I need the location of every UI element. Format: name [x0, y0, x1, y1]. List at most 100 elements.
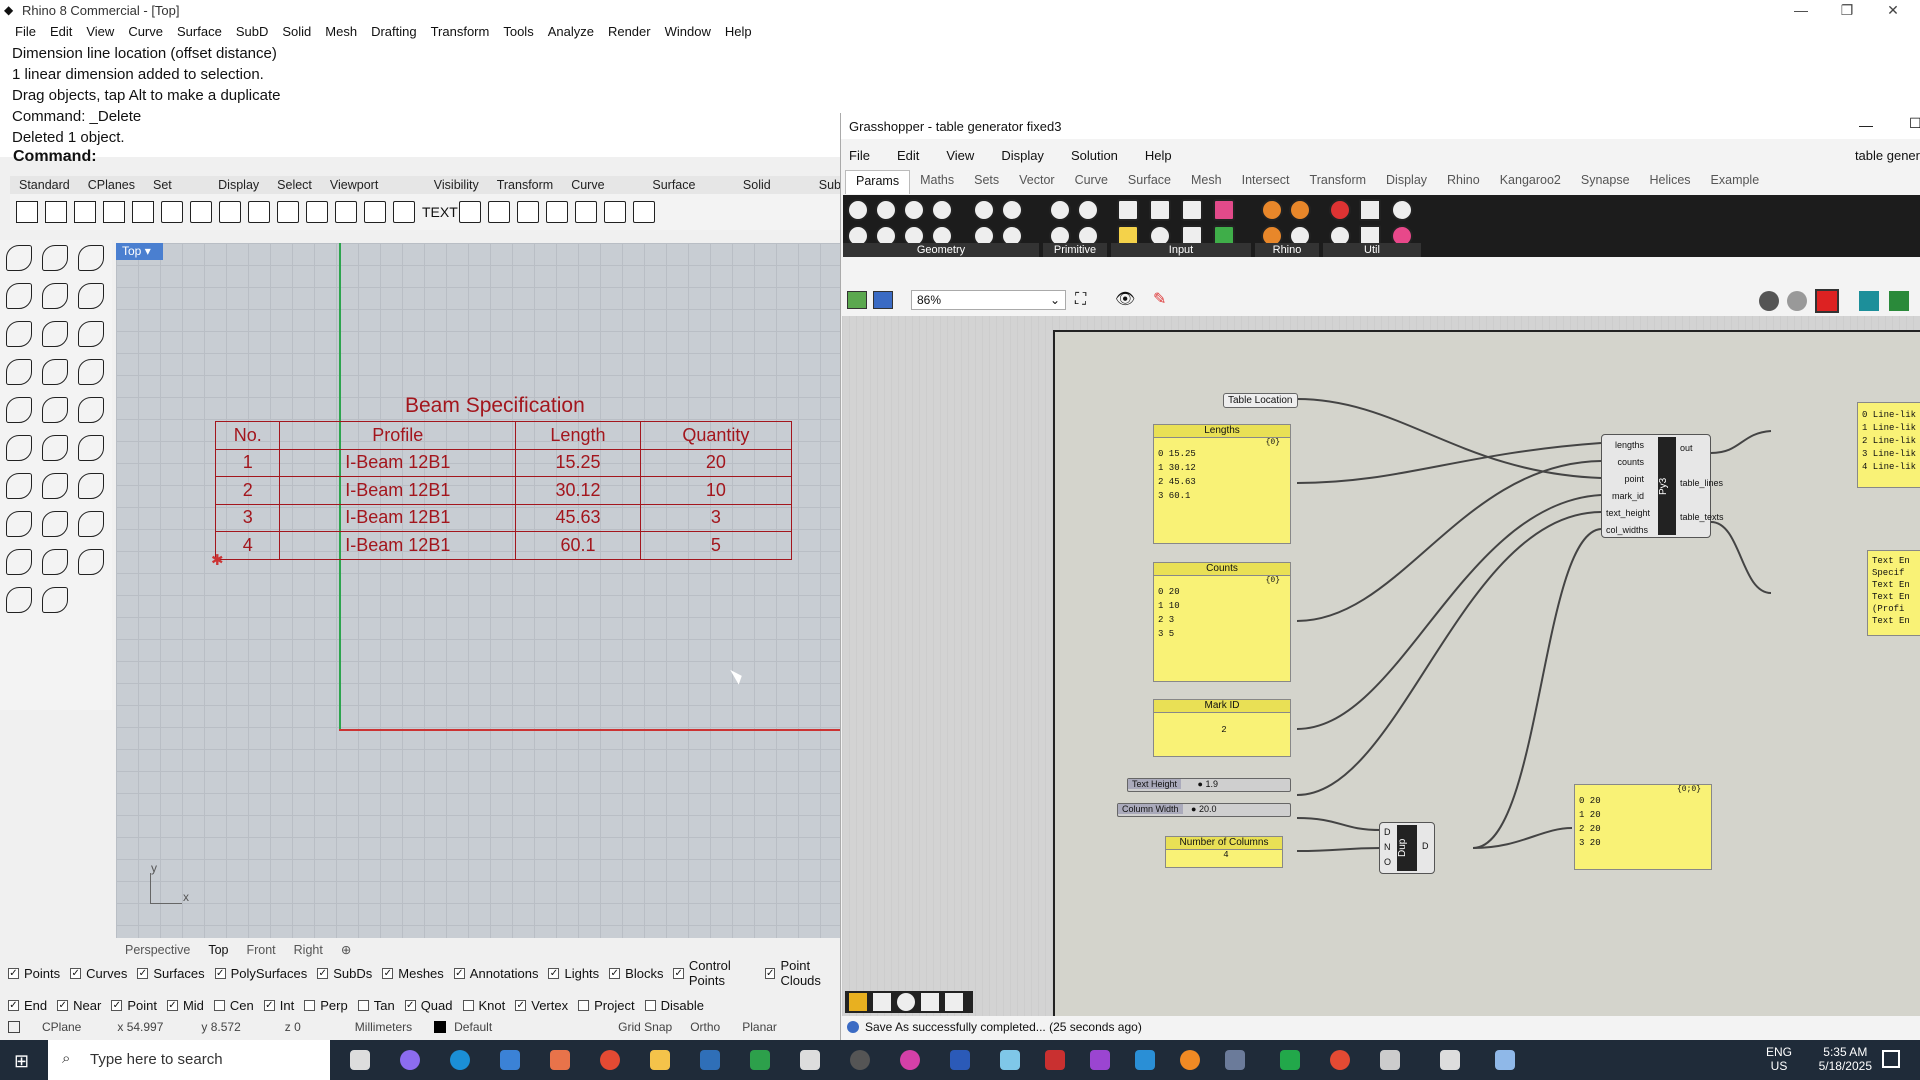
arc-param-icon[interactable]: [903, 199, 925, 221]
grasshopper-taskbar-icon[interactable]: [1495, 1050, 1515, 1070]
table-location-param[interactable]: Table Location: [1223, 393, 1298, 408]
tab-select[interactable]: Select: [277, 178, 312, 192]
chrome-2-icon[interactable]: [1330, 1050, 1350, 1070]
menu-transform[interactable]: Transform: [430, 24, 490, 39]
osnap-vertex[interactable]: ✓Vertex: [515, 997, 569, 1013]
filter-lights[interactable]: ✓Lights: [548, 965, 600, 981]
menu-analyze[interactable]: Analyze: [547, 24, 594, 39]
add-viewport-icon[interactable]: ⊕: [340, 943, 352, 957]
close-tool-icon[interactable]: [945, 993, 963, 1011]
gh-tab-rhino[interactable]: Rhino: [1447, 173, 1480, 187]
browser-icon[interactable]: [900, 1050, 920, 1070]
preview-wireframe-icon[interactable]: [1759, 291, 1779, 311]
filter-curves[interactable]: ✓Curves: [70, 965, 128, 981]
menu-edit[interactable]: Edit: [49, 24, 73, 39]
open-file-icon[interactable]: [45, 201, 67, 223]
tab-sub[interactable]: Sub: [818, 178, 841, 192]
gh-tab-maths[interactable]: Maths: [920, 173, 955, 187]
leader-icon[interactable]: [459, 201, 481, 223]
split-icon[interactable]: [42, 435, 68, 461]
polyline-icon[interactable]: [6, 283, 32, 309]
menu-surface[interactable]: Surface: [177, 24, 222, 39]
group-icon[interactable]: [42, 473, 68, 499]
notepad-icon[interactable]: [750, 1050, 770, 1070]
text-tool[interactable]: TEXT: [422, 204, 458, 220]
circle-param-icon[interactable]: [875, 199, 897, 221]
slider-input-icon[interactable]: [1149, 199, 1171, 221]
command-prompt[interactable]: Command:: [13, 148, 97, 165]
geometry-pipeline-icon[interactable]: [1289, 199, 1311, 221]
gear-icon[interactable]: [42, 587, 68, 613]
boolean-param-icon[interactable]: [1049, 199, 1071, 221]
dimension-arc-icon[interactable]: [364, 201, 386, 223]
data-output-icon[interactable]: [1359, 199, 1381, 221]
table-texts-output-panel[interactable]: Text En Specif Text En Text En (Profi Te…: [1867, 550, 1920, 636]
viewport-tab-perspective[interactable]: Perspective: [125, 943, 191, 957]
blender-icon[interactable]: [1180, 1050, 1200, 1070]
tab-curve-tools[interactable]: Curve Tools: [571, 178, 605, 210]
dimension-aligned-icon[interactable]: [190, 201, 212, 223]
line-icon[interactable]: [78, 245, 104, 271]
rhino-7-icon[interactable]: [800, 1050, 820, 1070]
leader-dot-icon[interactable]: [488, 201, 510, 223]
ortho-toggle[interactable]: Ortho: [690, 1020, 721, 1034]
gh-menu-display[interactable]: Display: [1001, 148, 1044, 163]
slider-grip-icon[interactable]: ●: [1197, 779, 1203, 789]
calculator-icon[interactable]: [700, 1050, 720, 1070]
curve-param-icon[interactable]: [931, 199, 953, 221]
osnap-disable[interactable]: Disable: [644, 998, 704, 1013]
hatch-boundary-icon[interactable]: [633, 201, 655, 223]
filter-annotations[interactable]: ✓Annotations: [453, 965, 539, 981]
osnap-mid[interactable]: ✓Mid: [166, 997, 204, 1013]
bake-icon[interactable]: [1859, 291, 1879, 311]
terminal-icon[interactable]: [1280, 1050, 1300, 1070]
osnap-quad[interactable]: ✓Quad: [404, 997, 453, 1013]
filter-points[interactable]: ✓Points: [8, 965, 61, 981]
gh-tab-vector[interactable]: Vector: [1019, 173, 1055, 187]
preview-selected-icon[interactable]: [1815, 289, 1839, 313]
osnap-near[interactable]: ✓Near: [57, 997, 102, 1013]
file-explorer-icon[interactable]: [650, 1050, 670, 1070]
curve-icon[interactable]: [42, 283, 68, 309]
dimension-diameter-icon[interactable]: [306, 201, 328, 223]
menu-render[interactable]: Render: [607, 24, 651, 39]
word-icon[interactable]: [950, 1050, 970, 1070]
toggle-input-icon[interactable]: [1181, 199, 1203, 221]
gh-tab-synapse[interactable]: Synapse: [1580, 173, 1630, 187]
cancel-tool-icon[interactable]: [897, 993, 915, 1011]
viewport-tab-top[interactable]: Top: [208, 943, 229, 957]
taskbar-search[interactable]: ⌕ Type here to search: [48, 1040, 330, 1080]
chamfer-icon[interactable]: [42, 397, 68, 423]
offset-icon[interactable]: [78, 359, 104, 385]
system-clock[interactable]: 5:35 AM 5/18/2025: [1819, 1045, 1872, 1073]
affinity-icon[interactable]: [1090, 1050, 1110, 1070]
gh-maximize-button[interactable]: ☐: [1909, 115, 1920, 131]
preview-eye-icon[interactable]: 👁: [1115, 291, 1136, 308]
copy-icon[interactable]: [42, 511, 68, 537]
tab-surface-tools[interactable]: Surface Tools: [652, 178, 696, 210]
viewport-tab-front[interactable]: Front: [246, 943, 276, 957]
gh-menu-solution[interactable]: Solution: [1070, 148, 1118, 163]
mesh-param-icon[interactable]: [1001, 199, 1023, 221]
cplane-label[interactable]: CPlane: [42, 1020, 82, 1034]
planar-toggle[interactable]: Planar: [742, 1020, 777, 1034]
gh-tab-display[interactable]: Display: [1386, 173, 1428, 187]
join-icon[interactable]: [78, 435, 104, 461]
select-arrow-icon[interactable]: [6, 245, 32, 271]
units[interactable]: Millimeters: [354, 1020, 413, 1034]
minimize-button[interactable]: —: [1794, 2, 1808, 18]
gradient-input-icon[interactable]: [1213, 199, 1235, 221]
osnap-tan[interactable]: Tan: [357, 998, 395, 1013]
tab-display[interactable]: Display: [218, 178, 260, 192]
gh-tab-curve[interactable]: Curve: [1074, 173, 1108, 187]
close-button[interactable]: ✕: [1887, 2, 1899, 18]
lengths-panel[interactable]: Lengths {0} 0 15.25 1 30.12 2 45.63 3 60…: [1153, 424, 1291, 544]
gh-tab-transform[interactable]: Transform: [1309, 173, 1367, 187]
properties-icon[interactable]: [132, 201, 154, 223]
arc-icon[interactable]: [6, 321, 32, 347]
extend-icon[interactable]: [78, 397, 104, 423]
dimension-radius-icon[interactable]: [277, 201, 299, 223]
gh-tab-helices[interactable]: Helices: [1649, 173, 1691, 187]
preview-shaded-icon[interactable]: [1787, 291, 1807, 311]
gh-menu-help[interactable]: Help: [1144, 148, 1172, 163]
